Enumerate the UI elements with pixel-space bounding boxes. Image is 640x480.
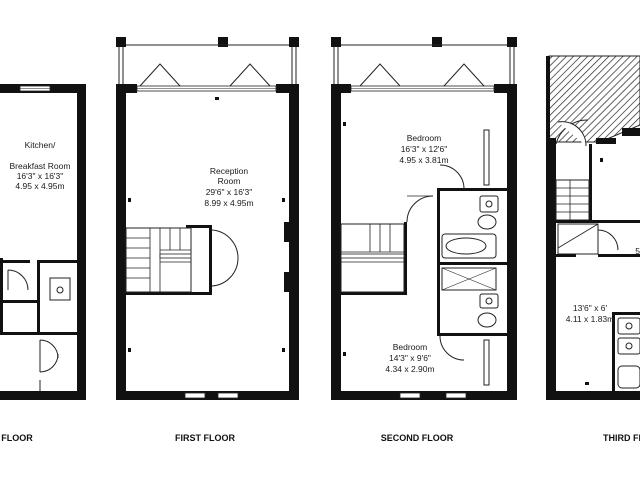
third-floor-plan: [546, 55, 640, 400]
bedroom-top-dimensions-metric: 4.95 x 3.81m: [399, 155, 448, 165]
second-floor-label: SECOND FLOOR: [381, 433, 454, 443]
reception-dimensions-metric: 8.99 x 4.95m: [204, 198, 253, 208]
kitchen-name-line2: Breakfast Room: [10, 161, 71, 171]
third-floor-label: THIRD FL: [603, 433, 640, 443]
kitchen-dimensions-metric: 4.95 x 4.95m: [15, 181, 64, 191]
first-floor-label: FIRST FLOOR: [175, 433, 235, 443]
ground-floor-plan: [0, 84, 86, 400]
reception-name-line1: Reception: [210, 166, 249, 176]
first-floor-plan: [116, 37, 299, 400]
bedroom-bottom-dimensions-metric: 4.34 x 2.90m: [385, 364, 434, 374]
bedroom-top-dimensions-imperial: 16'3" x 12'6": [401, 144, 448, 154]
third-floor-room-dimensions-metric: 4.11 x 1.83m: [566, 314, 615, 324]
third-floor-room-dimensions-imperial: 13'6" x 6': [573, 303, 608, 313]
bedroom-top-name: Bedroom: [407, 133, 442, 143]
bedroom-bottom-dimensions-imperial: 14'3" x 9'6": [389, 353, 431, 363]
ground-floor-label: FLOOR: [1, 433, 33, 443]
kitchen-name-line1: Kitchen/: [25, 140, 56, 150]
second-floor-plan: [331, 37, 517, 400]
kitchen-dimensions-imperial: 16'3" x 16'3": [17, 171, 64, 181]
third-floor-partial-label: 5: [635, 246, 640, 256]
reception-name-line2: Room: [218, 176, 241, 186]
bedroom-bottom-name: Bedroom: [393, 342, 428, 352]
reception-dimensions-imperial: 29'6" x 16'3": [206, 187, 253, 197]
